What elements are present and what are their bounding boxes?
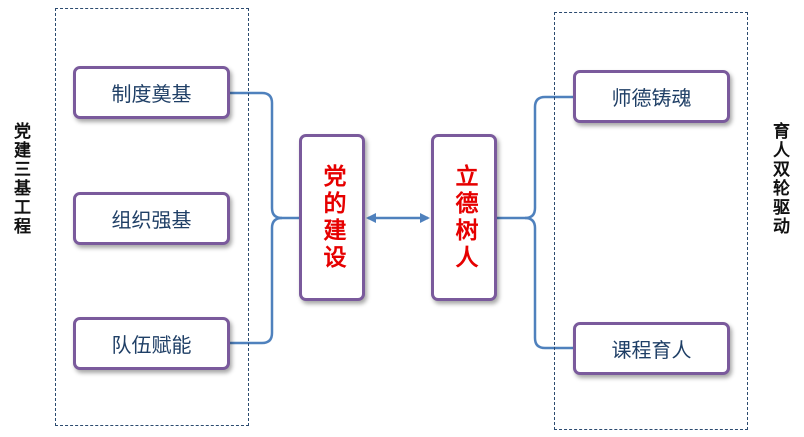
left-bracket-connector-lower — [230, 216, 283, 345]
party-building-core-label: 党的建设 — [319, 163, 346, 272]
left-dashed-group — [55, 8, 249, 426]
moral-education-core-label: 立德树人 — [451, 163, 478, 272]
right-dashed-group — [554, 12, 748, 430]
left-side-label: 党建三基工程 — [10, 122, 30, 236]
right-item-box: 课程育人 — [573, 322, 730, 375]
moral-education-core-box: 立德树人 — [431, 134, 497, 301]
right-item-label: 师德铸魂 — [611, 86, 692, 110]
left-item-label: 组织强基 — [111, 208, 192, 232]
left-item-label: 制度奠基 — [111, 82, 192, 106]
right-side-label: 育人双轮驱动 — [769, 122, 789, 236]
right-bracket-connector-lower — [524, 216, 573, 350]
left-item-box: 制度奠基 — [73, 66, 230, 119]
left-item-label: 队伍赋能 — [111, 333, 192, 357]
right-item-box: 师德铸魂 — [573, 70, 730, 123]
right-item-label: 课程育人 — [611, 338, 692, 362]
party-building-core-box: 党的建设 — [299, 134, 365, 301]
left-item-box: 队伍赋能 — [73, 317, 230, 370]
left-item-box: 组织强基 — [73, 192, 230, 245]
